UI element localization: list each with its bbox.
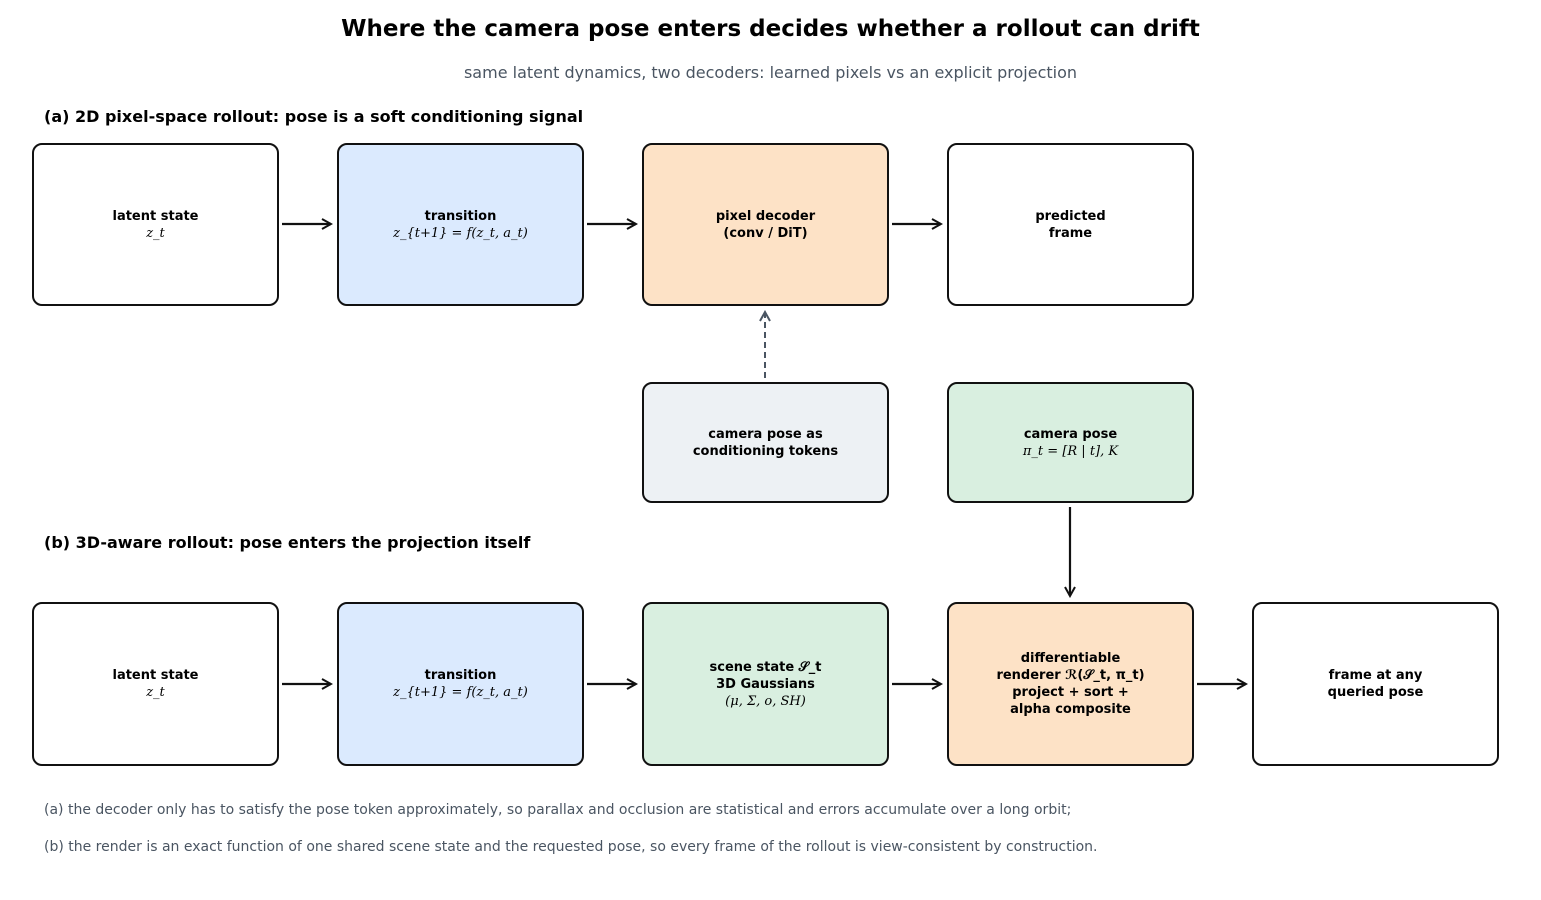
page-subtitle: same latent dynamics, two decoders: lear… xyxy=(463,63,1078,82)
a-transition-label: transition xyxy=(424,208,497,224)
b-scene-params: (μ, Σ, o, SH) xyxy=(725,693,806,709)
b-transition-formula: z_{t+1} = f(z_t, a_t) xyxy=(393,685,528,700)
b-scene-state-box: scene state 𝒮_t 3D Gaussians (μ, Σ, o, S… xyxy=(642,602,889,766)
panel-a-heading: (a) 2D pixel-space rollout: pose is a so… xyxy=(44,107,584,126)
a-pose-tokens-box: camera pose as conditioning tokens xyxy=(642,382,889,503)
a-transition-formula: z_{t+1} = f(z_t, a_t) xyxy=(393,225,528,241)
b-transition-label: transition xyxy=(424,668,497,683)
b-latent-label: latent state xyxy=(112,668,199,683)
b-scene-label: scene state 𝒮_t xyxy=(709,659,822,675)
a-predicted-label: predicted xyxy=(1035,208,1106,224)
note-b: (b) the render is an exact function of o… xyxy=(44,839,1098,855)
camera-pose-box: camera pose π_t = [R | t], K xyxy=(947,382,1194,503)
a-predicted-frame-box: predicted frame xyxy=(947,143,1194,306)
a-latent-symbol: z_t xyxy=(146,225,165,241)
a-pixel-decoder-box: pixel decoder (conv / DiT) xyxy=(642,143,889,306)
a-latent-label: latent state xyxy=(112,208,199,224)
b-frame-sublabel: queried pose xyxy=(1327,685,1424,700)
page-title: Where the camera pose enters decides whe… xyxy=(341,16,1200,42)
b-scene-gaussians: 3D Gaussians xyxy=(716,676,815,692)
b-frame-label: frame at any xyxy=(1328,668,1423,683)
a-transition-box: transition z_{t+1} = f(z_t, a_t) xyxy=(337,143,584,306)
b-renderer-box: differentiable renderer ℛ(𝒮_t, π_t) proj… xyxy=(947,602,1194,766)
b-renderer-line2: renderer ℛ(𝒮_t, π_t) xyxy=(996,668,1145,683)
a-predicted-sublabel: frame xyxy=(1048,225,1093,241)
camera-pose-formula: π_t = [R | t], K xyxy=(1022,443,1119,459)
b-transition-box: transition z_{t+1} = f(z_t, a_t) xyxy=(337,602,584,766)
note-a: (a) the decoder only has to satisfy the … xyxy=(44,802,1072,818)
b-latent-symbol: z_t xyxy=(146,685,165,700)
b-latent-state-box: latent state z_t xyxy=(32,602,279,766)
b-renderer-line3: project + sort + xyxy=(1012,685,1129,700)
a-latent-state-box: latent state z_t xyxy=(32,143,279,306)
panel-b-heading: (b) 3D-aware rollout: pose enters the pr… xyxy=(44,533,531,552)
b-frame-box: frame at any queried pose xyxy=(1252,602,1499,766)
a-pose-tokens-label: camera pose as xyxy=(708,426,823,442)
b-renderer-line1: differentiable xyxy=(1020,651,1121,666)
a-decoder-label: pixel decoder xyxy=(715,208,816,224)
a-decoder-sublabel: (conv / DiT) xyxy=(723,225,808,241)
b-renderer-line4: alpha composite xyxy=(1010,702,1131,717)
a-pose-tokens-sublabel: conditioning tokens xyxy=(692,443,839,459)
camera-pose-label: camera pose xyxy=(1023,426,1118,442)
